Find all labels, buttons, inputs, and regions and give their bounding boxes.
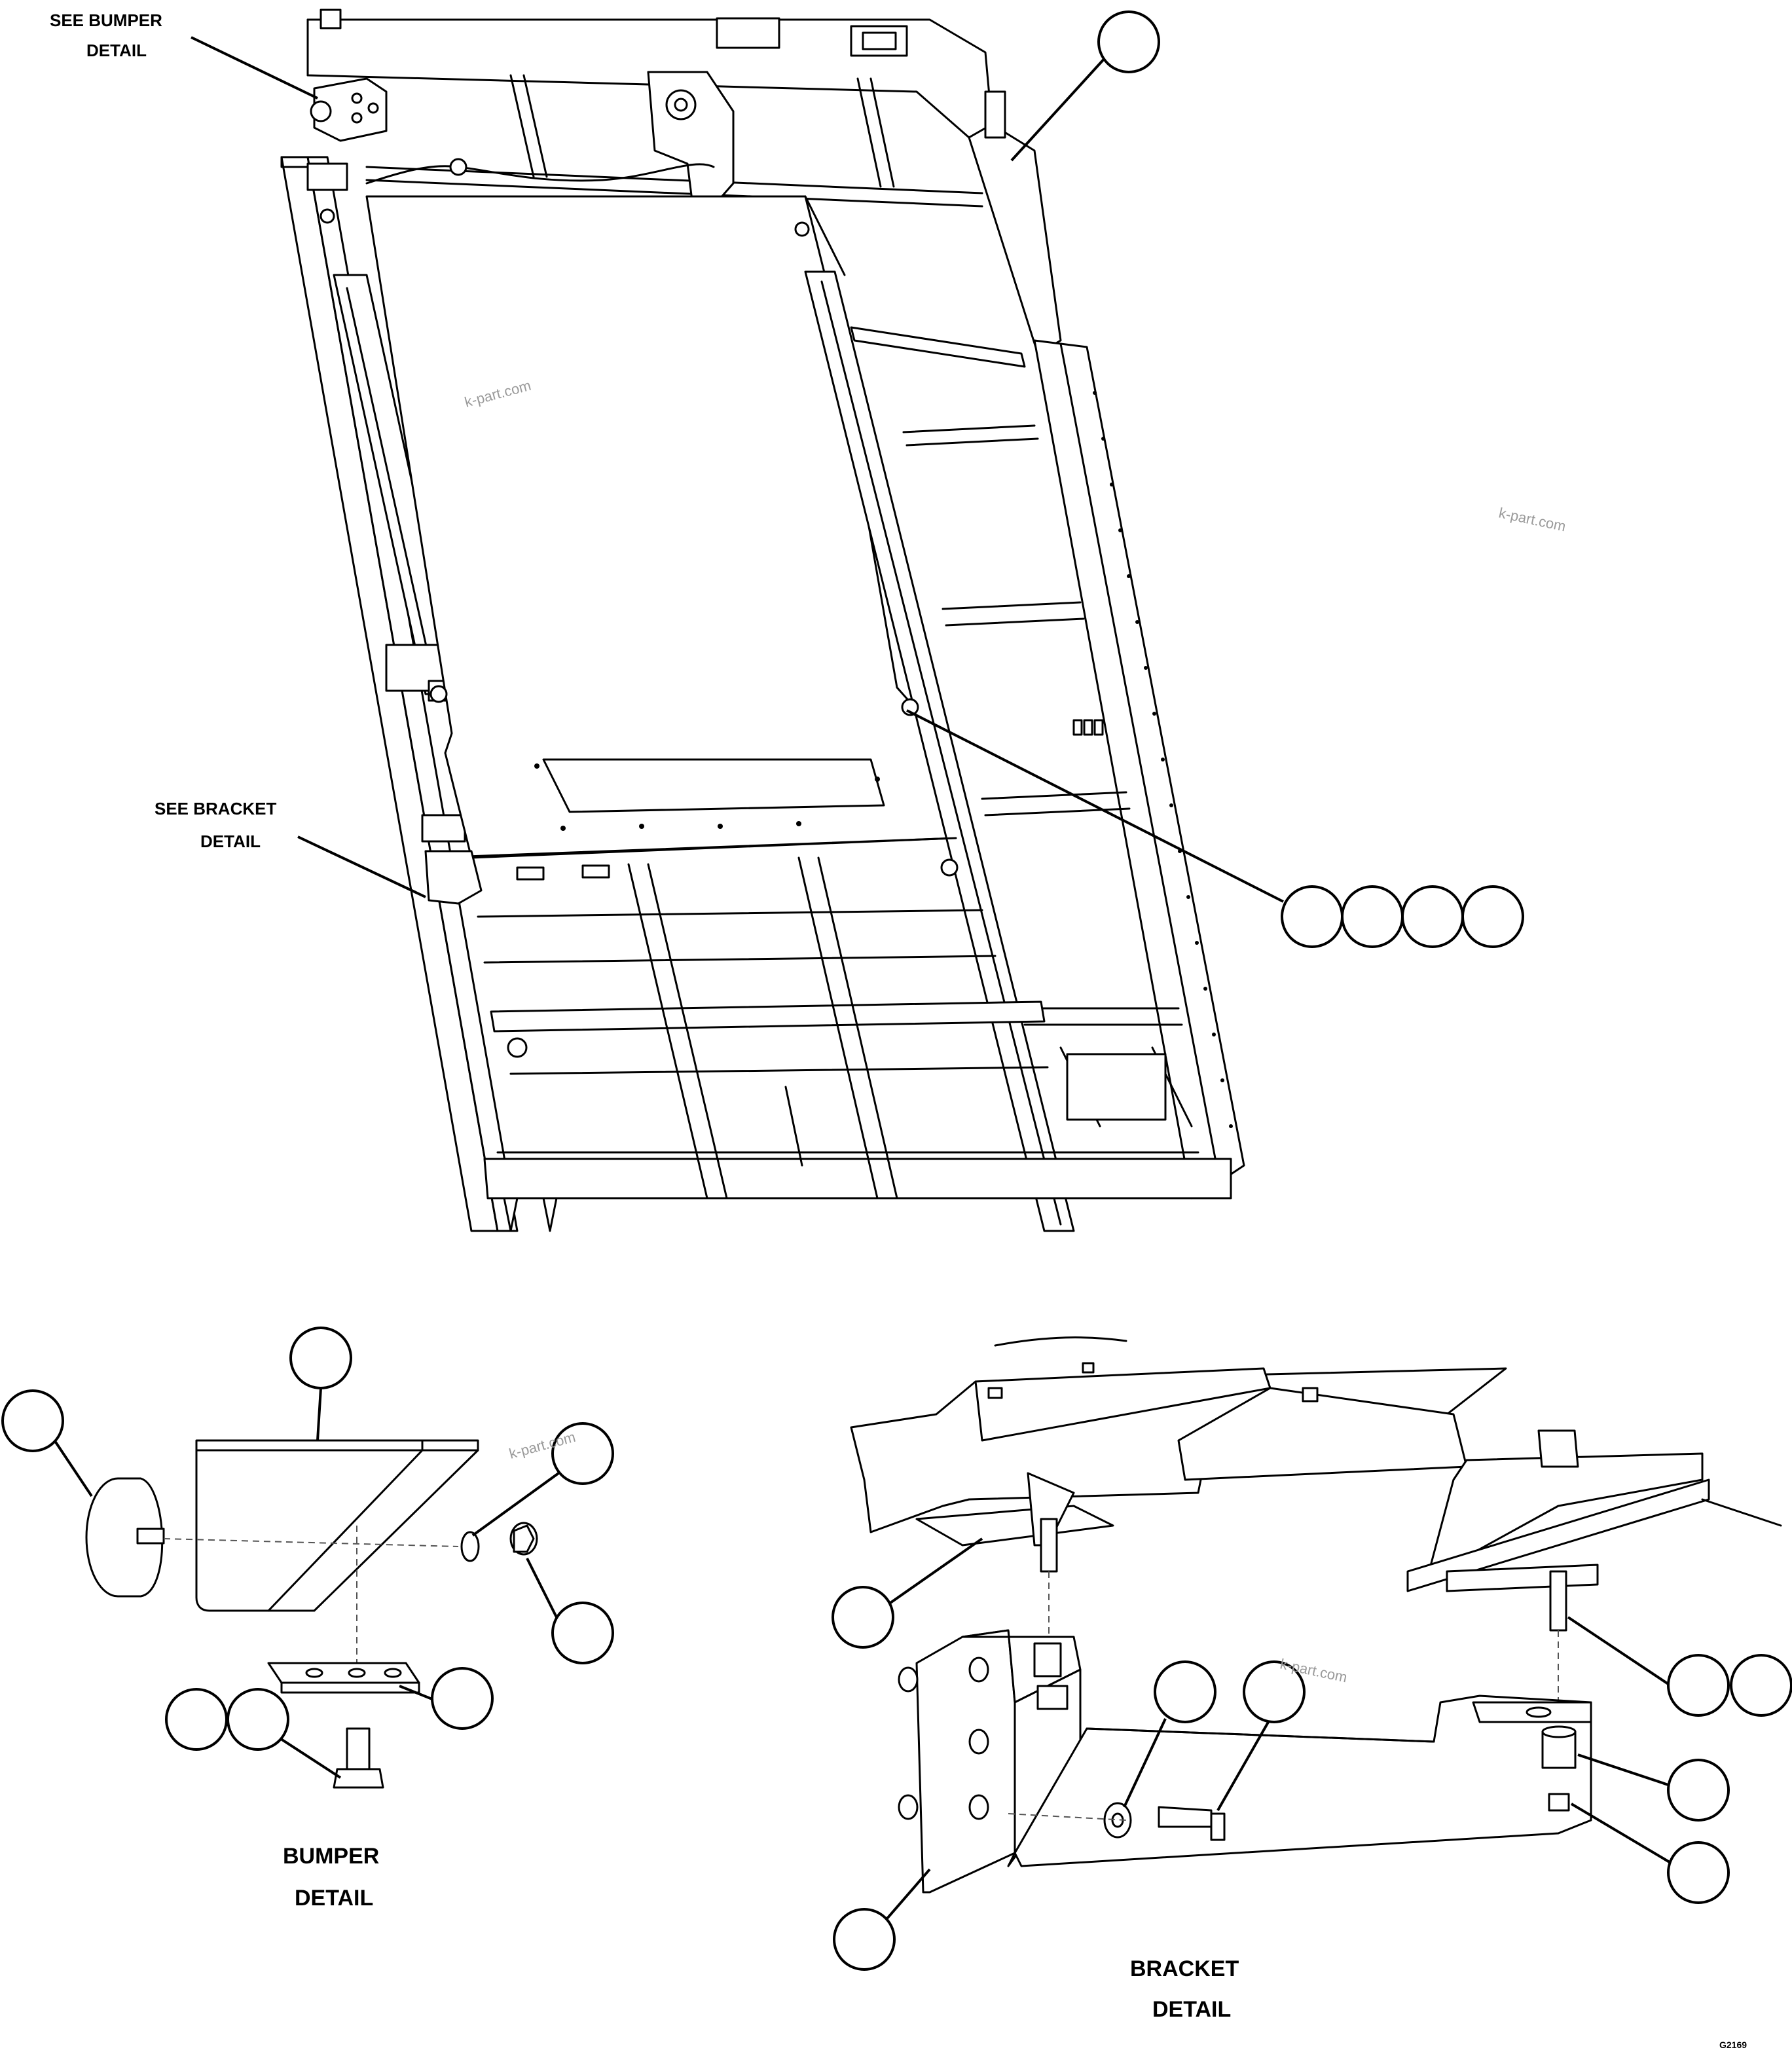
callout-bubble-isolator (1667, 1759, 1730, 1822)
callout-bubble-bolt (1243, 1660, 1306, 1723)
callout-bubble-bolt-1 (165, 1688, 228, 1751)
bracket-detail-title-detail: DETAIL (1152, 1997, 1231, 2022)
see-bracket-label: SEE BRACKET (155, 799, 276, 818)
main-callouts (191, 10, 1524, 948)
bumper-callouts (1, 1327, 614, 1779)
callout-bubble-spacer (1154, 1660, 1216, 1723)
callout-bubble-bumper (1, 1389, 64, 1452)
callout-bubble-plate (431, 1667, 494, 1730)
main-frame-assembly (280, 9, 1245, 1232)
callout-bubble-bumper-bracket (289, 1327, 352, 1389)
watermark-2: k-part.com (1497, 504, 1567, 534)
callout-bubble-group-1 (1281, 885, 1344, 948)
bumper-detail-title-detail: DETAIL (295, 1886, 373, 1911)
bracket-callouts (832, 1537, 1792, 1971)
callout-bubble-mount-plate (832, 1586, 894, 1649)
see-bumper-label-detail: DETAIL (86, 41, 147, 60)
flange-holes (1093, 391, 1233, 1128)
callout-bubble-group-4 (1461, 885, 1524, 948)
bracket-detail-title: BRACKET (1130, 1956, 1239, 1981)
callout-bubble-stud-1 (1667, 1654, 1730, 1717)
callout-bubble-group-2 (1341, 885, 1404, 948)
callout-bubble-bolt-2 (227, 1688, 289, 1751)
callout-bubble-group-3 (1401, 885, 1464, 948)
callout-bubble-bracket (833, 1908, 896, 1971)
see-bracket-label-detail: DETAIL (200, 832, 261, 851)
figure-code: G2169 (1719, 2040, 1747, 2050)
bumper-detail (85, 1439, 538, 1789)
callout-bubble-stud-2 (1730, 1654, 1792, 1717)
bumper-detail-title: BUMPER (283, 1844, 379, 1869)
callout-bubble-washer (551, 1422, 614, 1485)
callout-bubble-nut (551, 1602, 614, 1664)
see-bumper-label: SEE BUMPER (50, 10, 162, 30)
callout-bubble-nut-bracket (1667, 1841, 1730, 1904)
callout-bubble-frame (1097, 10, 1160, 73)
bracket-detail (850, 1336, 1782, 1894)
